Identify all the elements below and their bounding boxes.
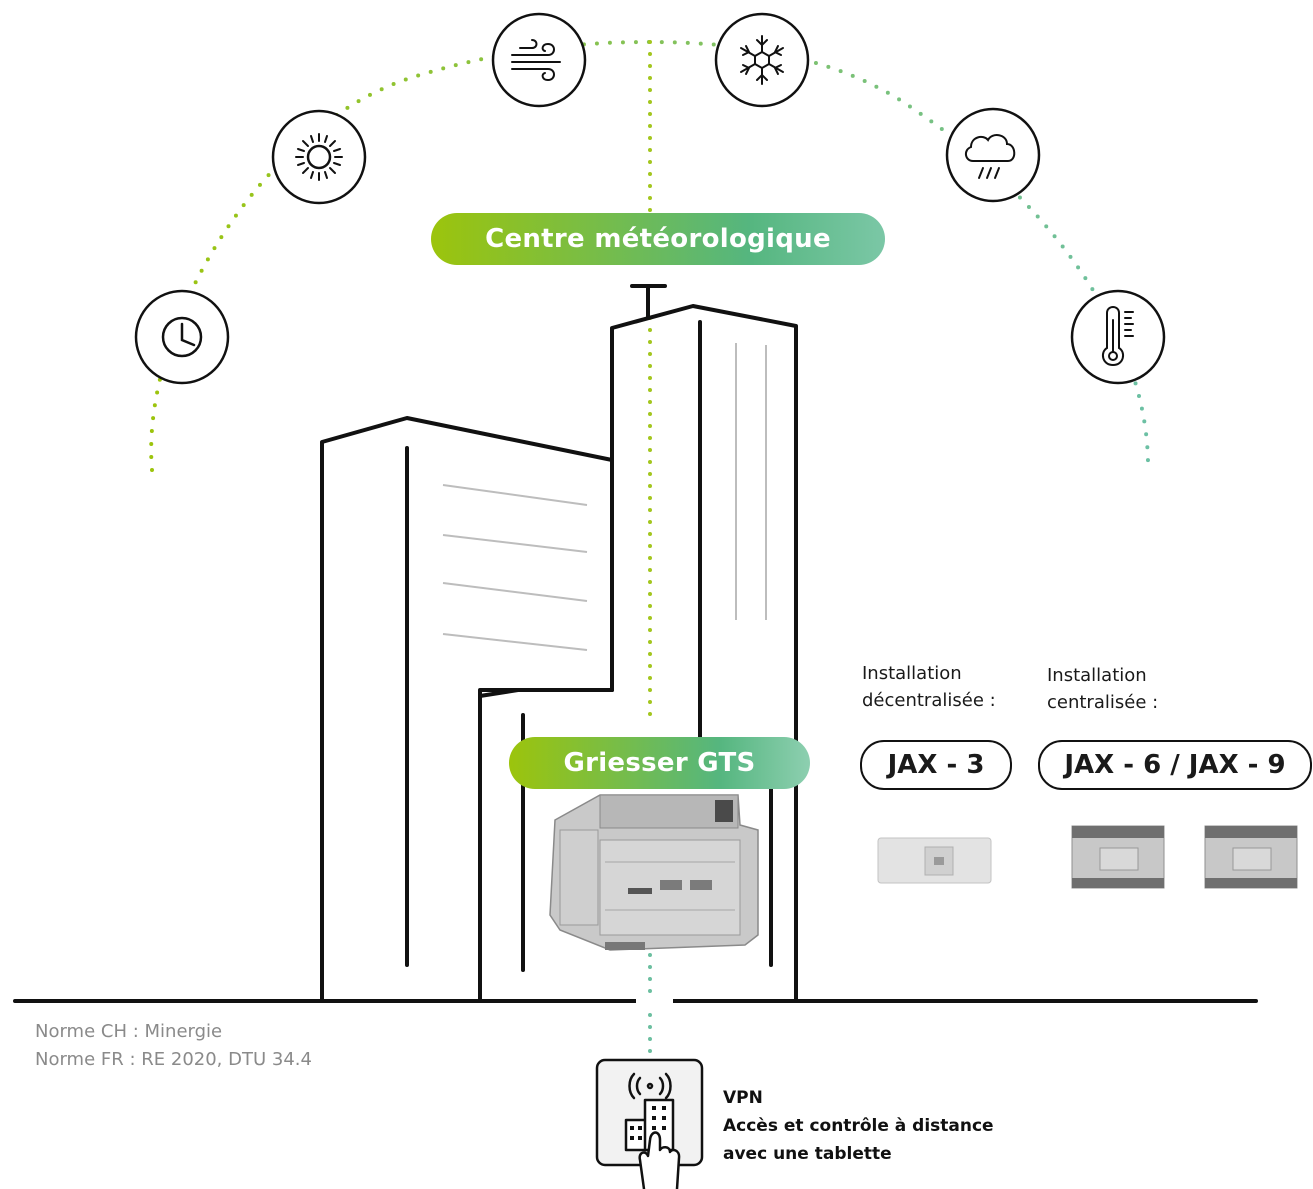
building-illustration: [13, 304, 1258, 1003]
jax6-device: [1071, 825, 1165, 889]
norm-ch: Norme CH : Minergie: [35, 1021, 223, 1042]
centralized-installation-label: Installation centralisée :: [1047, 662, 1158, 716]
norms-text: Norme CH : Minergie Norme FR : RE 2020, …: [35, 1018, 312, 1074]
griesser-gts-device: [549, 794, 759, 951]
snowflake-icon: [714, 12, 810, 108]
clock-icon: [134, 289, 230, 385]
thermometer-icon: [1070, 289, 1166, 385]
vpn-description: VPN Accès et contrôle à distance avec un…: [723, 1084, 994, 1168]
wind-icon: [491, 12, 587, 108]
vpn-title: VPN: [723, 1088, 763, 1108]
tablet-remote-icon: [595, 1058, 704, 1189]
decentralized-line-1: Installation: [862, 663, 962, 684]
jax6-jax9-label: JAX - 6 / JAX - 9: [1038, 740, 1312, 790]
jax9-device: [1204, 825, 1298, 889]
vpn-line-1: Accès et contrôle à distance: [723, 1116, 994, 1136]
griesser-gts-label: Griesser GTS: [509, 737, 810, 789]
weather-center-label: Centre météorologique: [431, 213, 885, 265]
rain-cloud-icon: [945, 107, 1041, 203]
vpn-line-2: avec une tablette: [723, 1144, 892, 1164]
window-lines: [442, 343, 767, 651]
jax3-device: [877, 837, 992, 884]
decentralized-line-2: décentralisée :: [862, 690, 996, 711]
centralized-line-1: Installation: [1047, 665, 1147, 686]
norm-fr: Norme FR : RE 2020, DTU 34.4: [35, 1049, 312, 1070]
sun-icon: [271, 109, 367, 205]
centralized-line-2: centralisée :: [1047, 692, 1159, 713]
antenna: [630, 284, 667, 320]
decentralized-installation-label: Installation décentralisée :: [862, 660, 996, 714]
jax3-label: JAX - 3: [860, 740, 1012, 790]
